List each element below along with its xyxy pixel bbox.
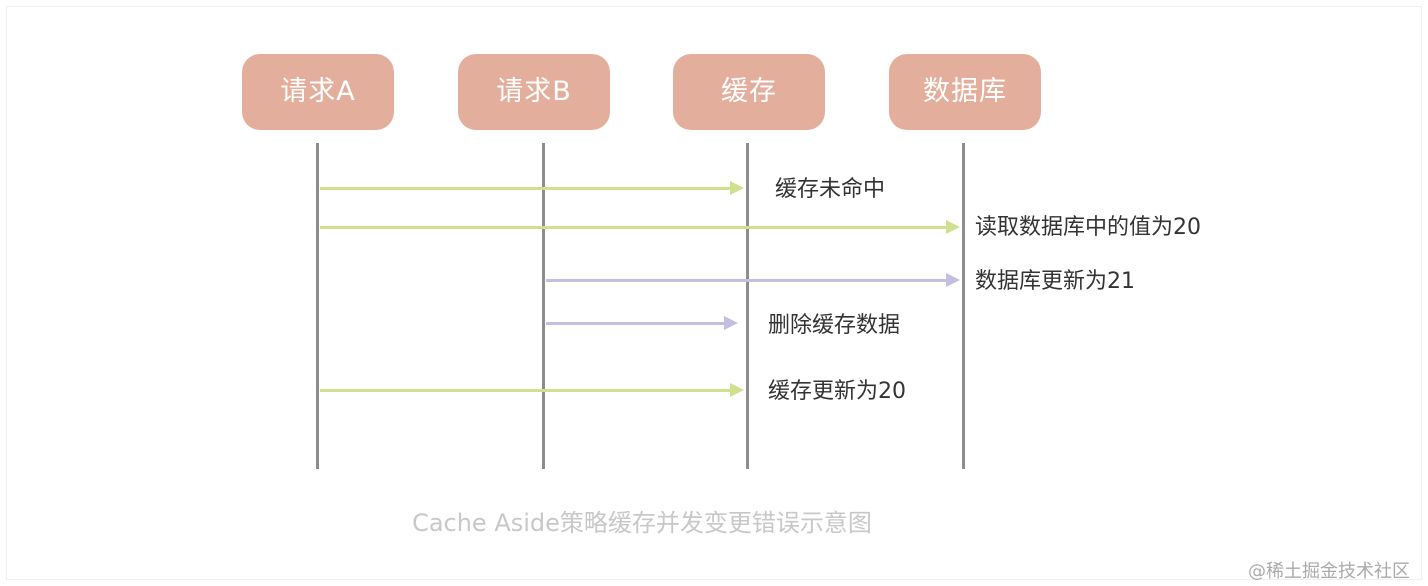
message-label-update-database: 数据库更新为21 xyxy=(975,269,1135,294)
arrowhead-icon xyxy=(730,383,744,397)
message-label-delete-cache: 删除缓存数据 xyxy=(768,313,901,338)
diagram-caption: Cache Aside策略缓存并发变更错误示意图 xyxy=(412,509,872,537)
diagram-frame xyxy=(6,6,1422,580)
arrow-cache-miss xyxy=(320,181,744,195)
participant-request-a: 请求A xyxy=(242,54,394,130)
lifeline-database xyxy=(962,143,965,469)
lifeline-cache xyxy=(746,143,749,469)
lifeline-request-a xyxy=(316,143,319,469)
message-label-update-cache: 缓存更新为20 xyxy=(768,379,906,404)
participant-cache: 缓存 xyxy=(673,54,825,130)
participant-database: 数据库 xyxy=(889,54,1041,130)
arrowhead-icon xyxy=(724,316,738,330)
arrowhead-icon xyxy=(946,220,960,234)
message-label-read-database: 读取数据库中的值为20 xyxy=(975,215,1201,240)
arrow-update-cache xyxy=(320,383,744,397)
watermark: @稀土掘金技术社区 xyxy=(1248,561,1410,582)
message-label-cache-miss: 缓存未命中 xyxy=(775,177,886,202)
arrowhead-icon xyxy=(730,181,744,195)
lifeline-request-b xyxy=(542,143,545,469)
arrow-read-database xyxy=(320,220,960,234)
arrow-delete-cache xyxy=(546,316,738,330)
participant-request-b: 请求B xyxy=(458,54,610,130)
arrowhead-icon xyxy=(946,273,960,287)
arrow-update-database xyxy=(546,273,960,287)
